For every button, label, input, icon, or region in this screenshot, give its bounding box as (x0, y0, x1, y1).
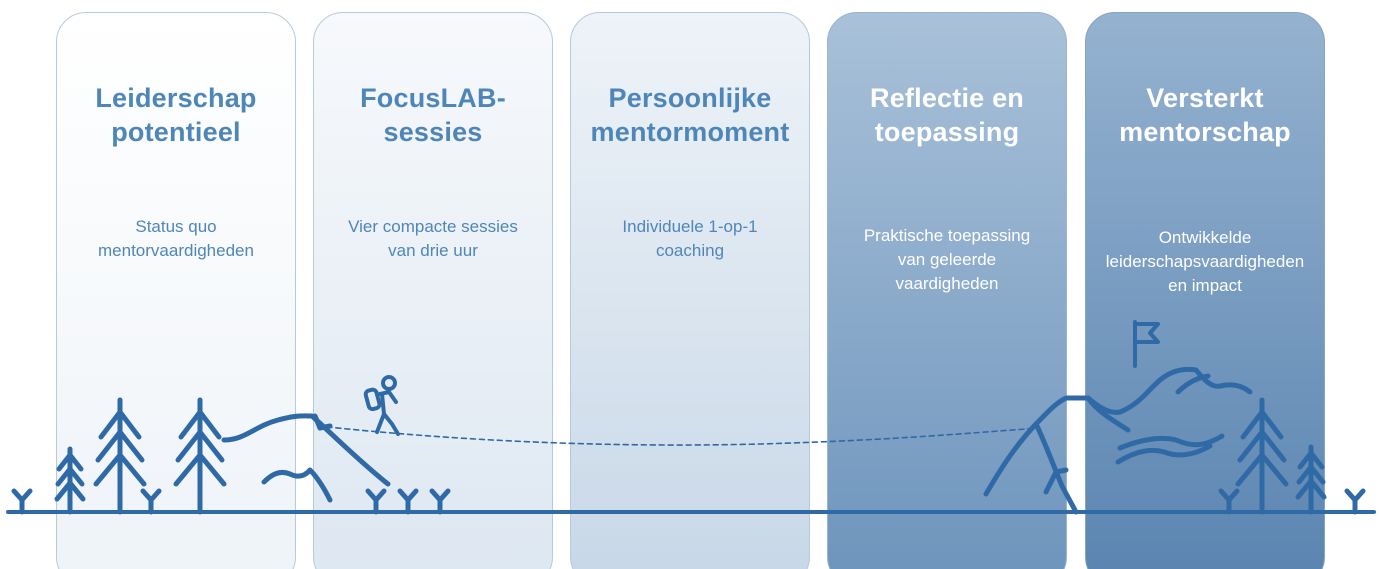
pine-tree-icon (173, 397, 227, 515)
pine-tree-icon (1235, 397, 1289, 515)
pine-tree-icon (93, 397, 147, 515)
stage-panel-focuslab-sessies: FocusLAB- sessies Vier compacte sessies … (313, 12, 553, 569)
stage-panel-versterkt-mentorschap: Versterkt mentorschap Ontwikkelde leider… (1085, 12, 1325, 569)
stage-description-line: van drie uur (388, 241, 478, 260)
stage-description-line: Individuele 1-op-1 (622, 217, 758, 236)
stage-description: Status quo mentorvaardigheden (63, 215, 289, 263)
stage-title-line: mentorschap (1119, 117, 1291, 147)
grass-tuft-icon (397, 488, 419, 515)
grass-tuft-icon (1218, 488, 1240, 515)
pine-tree-icon (1295, 444, 1327, 515)
stage-title: Persoonlijke mentormoment (571, 81, 809, 149)
stage-title: Leiderschap potentieel (57, 81, 295, 149)
grass-tuft-icon (11, 488, 33, 515)
stage-description: Vier compacte sessies van drie uur (320, 215, 546, 263)
pine-tree-icon (54, 446, 86, 515)
stage-title-line: Reflectie en (870, 83, 1024, 113)
stage-title: Reflectie en toepassing (828, 81, 1066, 149)
stage-title-line: mentormoment (590, 117, 790, 147)
stage-title-line: Leiderschap (95, 83, 257, 113)
stage-description-line: coaching (655, 241, 725, 260)
stage-title-line: potentieel (111, 117, 241, 147)
grass-tuft-icon (365, 488, 387, 515)
mountain-icon (983, 366, 1253, 515)
mountain-icon (221, 413, 391, 503)
stage-description: Ontwikkelde leiderschapsvaardigheden en … (1086, 226, 1324, 298)
stage-description-line: mentorvaardigheden (98, 241, 254, 260)
stage-description-line: Vier compacte sessies (348, 217, 518, 236)
stage-description: Praktische toepassing van geleerde vaard… (834, 224, 1060, 296)
grass-tuft-icon (1344, 488, 1366, 515)
stage-title-line: FocusLAB- (360, 83, 506, 113)
stage-description-line: en impact (1168, 276, 1242, 295)
grass-tuft-icon (140, 488, 162, 515)
stage-description-line: vaardigheden (895, 274, 999, 293)
grass-tuft-icon (429, 488, 451, 515)
stage-panel-leiderschap-potentieel: Leiderschap potentieel Status quo mentor… (56, 12, 296, 569)
stage-description-line: Ontwikkelde (1158, 228, 1252, 247)
stage-title-line: sessies (383, 117, 483, 147)
stage-title-line: toepassing (874, 117, 1020, 147)
hiker-icon (363, 375, 400, 436)
stage-title: Versterkt mentorschap (1086, 81, 1324, 149)
dashed-trail (317, 425, 1041, 446)
stage-description-line: Status quo (135, 217, 217, 236)
stage-panel-persoonlijke-mentormoment: Persoonlijke mentormoment Individuele 1-… (570, 12, 810, 569)
stage-panel-reflectie-en-toepassing: Reflectie en toepassing Praktische toepa… (827, 12, 1067, 569)
summit-flag-icon (1133, 320, 1160, 368)
stage-description: Individuele 1-op-1 coaching (577, 215, 803, 263)
stage-description-line: Praktische toepassing (863, 226, 1031, 245)
stage-title-line: Persoonlijke (608, 83, 772, 113)
stage-description-line: leiderschapsvaardigheden (1105, 252, 1305, 271)
stage-description-line: van geleerde (897, 250, 997, 269)
stage-title-line: Versterkt (1146, 83, 1264, 113)
stage-title: FocusLAB- sessies (314, 81, 552, 149)
